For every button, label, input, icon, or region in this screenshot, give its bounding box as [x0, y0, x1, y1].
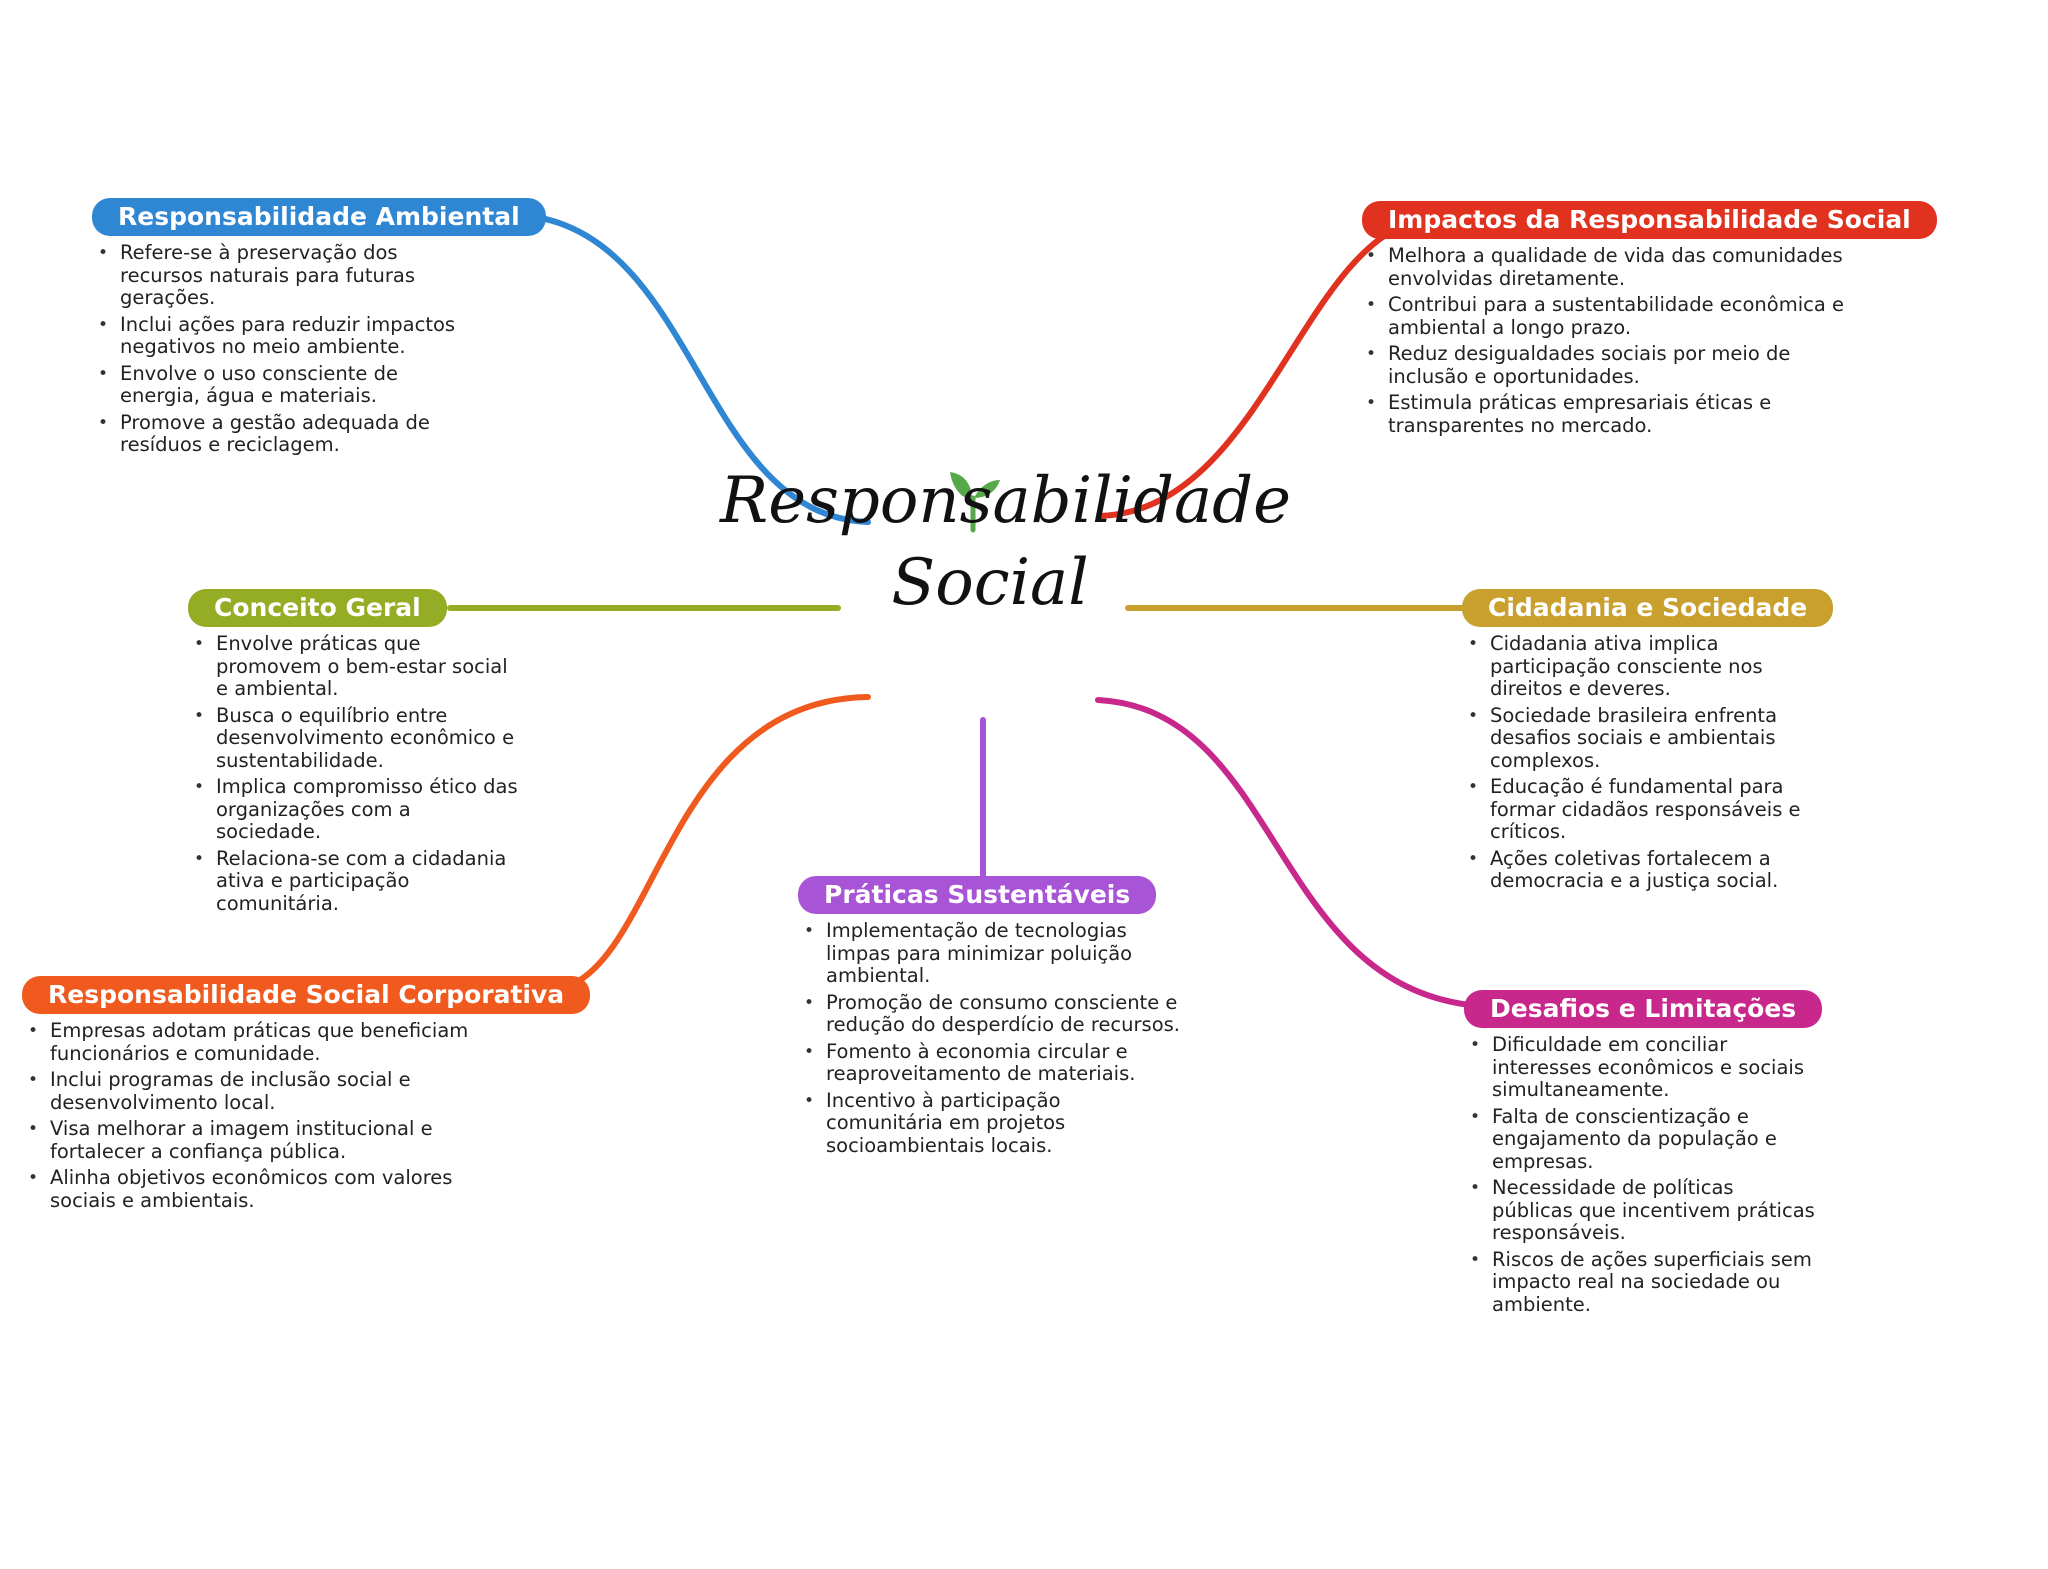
branch-impactos: Impactos da Responsabilidade Social Melh… [1362, 201, 1937, 441]
branch-title[interactable]: Impactos da Responsabilidade Social [1362, 201, 1937, 239]
branch-items: Dificuldade em conciliar interesses econ… [1468, 1033, 1818, 1317]
branch-item: Ações coletivas fortalecem a democracia … [1466, 847, 1816, 893]
connector-ambiental [527, 213, 871, 525]
central-title-line1: Responsabilidade [720, 464, 1291, 538]
branch-item: Fomento à economia circular e reaproveit… [802, 1040, 1182, 1086]
branch-item: Relaciona-se com a cidadania ativa e par… [192, 847, 522, 916]
branch-title[interactable]: Conceito Geral [188, 589, 447, 627]
branch-item: Implementação de tecnologias limpas para… [802, 919, 1182, 988]
branch-items: Envolve práticas que promovem o bem-esta… [192, 632, 522, 916]
branch-praticas-sustentaveis: Práticas Sustentáveis Implementação de t… [798, 876, 1182, 1161]
branch-item: Estimula práticas empresariais éticas e … [1364, 391, 1864, 437]
branch-cidadania-sociedade: Cidadania e Sociedade Cidadania ativa im… [1462, 589, 1834, 897]
branch-items: Melhora a qualidade de vida das comunida… [1364, 244, 1864, 437]
branch-item: Falta de conscientização e engajamento d… [1468, 1105, 1818, 1174]
connector-rsc [577, 694, 871, 983]
branch-item: Sociedade brasileira enfrenta desafios s… [1466, 704, 1816, 773]
branch-title[interactable]: Responsabilidade Social Corporativa [22, 976, 591, 1014]
branch-item: Necessidade de políticas públicas que in… [1468, 1176, 1818, 1245]
branch-rsc: Responsabilidade Social Corporativa Empr… [22, 976, 591, 1216]
branch-item: Contribui para a sustentabilidade econôm… [1364, 293, 1864, 339]
branch-item: Inclui programas de inclusão social e de… [26, 1068, 496, 1114]
branch-item: Dificuldade em conciliar interesses econ… [1468, 1033, 1818, 1102]
branch-conceito-geral: Conceito Geral Envolve práticas que prom… [188, 589, 522, 919]
branch-item: Empresas adotam práticas que beneficiam … [26, 1019, 496, 1065]
connector-desafios [1095, 697, 1473, 1008]
branch-item: Promove a gestão adequada de resíduos e … [96, 411, 456, 457]
branch-item: Reduz desigualdades sociais por meio de … [1364, 342, 1864, 388]
branch-title[interactable]: Desafios e Limitações [1464, 990, 1823, 1028]
sprout-leaf-left [950, 472, 972, 500]
sprout-leaf-right [974, 480, 1000, 498]
branch-items: Empresas adotam práticas que beneficiam … [26, 1019, 496, 1212]
branch-item: Visa melhorar a imagem institucional e f… [26, 1117, 496, 1163]
branch-item: Alinha objetivos econômicos com valores … [26, 1166, 496, 1212]
branch-title[interactable]: Responsabilidade Ambiental [92, 198, 546, 236]
branch-item: Inclui ações para reduzir impactos negat… [96, 313, 456, 359]
branch-item: Envolve práticas que promovem o bem-esta… [192, 632, 522, 701]
branch-item: Implica compromisso ético das organizaçõ… [192, 775, 522, 844]
branch-desafios-limitacoes: Desafios e Limitações Dificuldade em con… [1464, 990, 1823, 1320]
branch-item: Cidadania ativa implica participação con… [1466, 632, 1816, 701]
branch-item: Refere-se à preservação dos recursos nat… [96, 241, 456, 310]
central-topic: Responsabilidade Social [720, 460, 1291, 624]
branch-items: Implementação de tecnologias limpas para… [802, 919, 1182, 1158]
branch-item: Busca o equilíbrio entre desenvolvimento… [192, 704, 522, 773]
branch-item: Melhora a qualidade de vida das comunida… [1364, 244, 1864, 290]
branch-responsabilidade-ambiental: Responsabilidade Ambiental Refere-se à p… [92, 198, 546, 461]
branch-title[interactable]: Cidadania e Sociedade [1462, 589, 1834, 627]
central-title-line2: Social [891, 546, 1089, 620]
branch-title[interactable]: Práticas Sustentáveis [798, 876, 1157, 914]
branch-items: Cidadania ativa implica participação con… [1466, 632, 1816, 893]
branch-item: Incentivo à participação comunitária em … [802, 1089, 1182, 1158]
branch-item: Riscos de ações superficiais sem impacto… [1468, 1248, 1818, 1317]
branch-item: Educação é fundamental para formar cidad… [1466, 775, 1816, 844]
branch-item: Promoção de consumo consciente e redução… [802, 991, 1182, 1037]
sprout-icon [950, 472, 1000, 533]
branch-items: Refere-se à preservação dos recursos nat… [96, 241, 456, 457]
branch-item: Envolve o uso consciente de energia, águ… [96, 362, 456, 408]
